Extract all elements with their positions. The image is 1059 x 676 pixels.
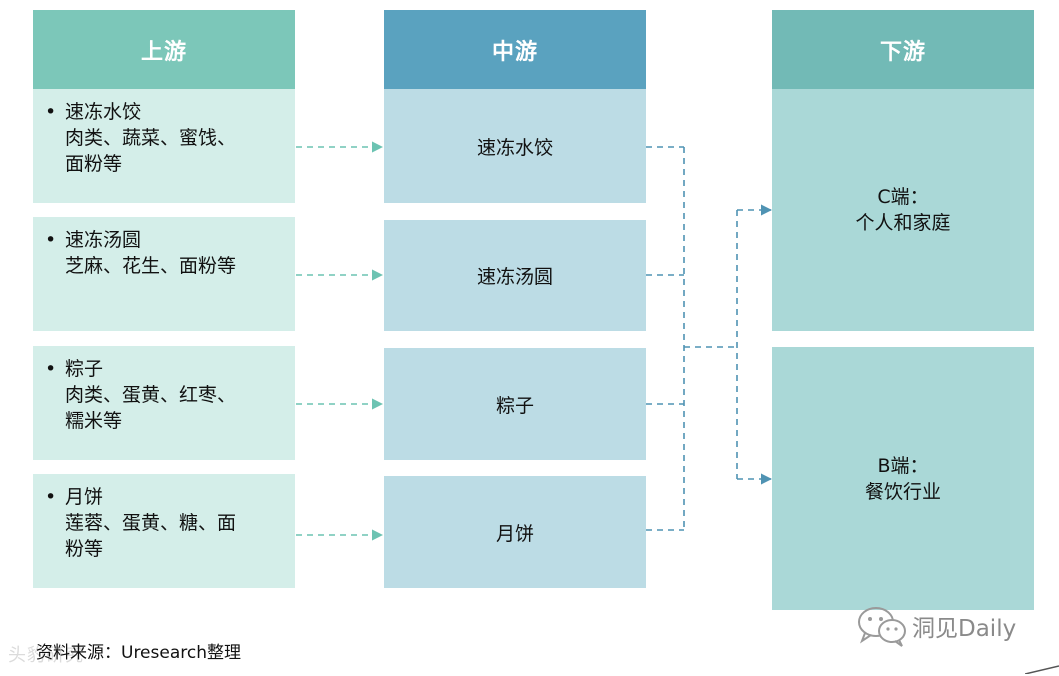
midstream-box-dumplings: 速冻水饺 xyxy=(384,89,646,203)
midstream-label: 速冻汤圆 xyxy=(476,266,553,288)
upstream-box-dumplings: • 速冻水饺 肉类、蔬菜、蜜饯、 面粉等 xyxy=(33,89,295,203)
source-note: 资料来源：Uresearch整理 xyxy=(36,643,241,663)
downstream-description: 餐饮行业 xyxy=(864,480,941,503)
bullet: • xyxy=(45,101,57,123)
downstream-description: 个人和家庭 xyxy=(855,212,951,234)
midstream-box-zongzi: 粽子 xyxy=(384,348,646,460)
upstream-title: 速冻汤圆 xyxy=(65,229,142,251)
source-watermark: 头豹研究 xyxy=(8,645,84,666)
downstream-box-business: B端： 餐饮行业 xyxy=(772,347,1034,610)
downstream-box-consumer: C端： 个人和家庭 xyxy=(772,89,1034,331)
upstream-materials-cont: 糯米等 xyxy=(65,410,123,432)
downstream-segment: C端： xyxy=(877,186,929,208)
upstream-materials: 莲蓉、蛋黄、糖、面 xyxy=(65,512,237,534)
midstream-label: 速冻水饺 xyxy=(476,136,553,159)
upstream-materials-cont: 粉等 xyxy=(65,538,104,560)
corner-decoration xyxy=(1025,665,1059,674)
midstream-label: 粽子 xyxy=(495,394,534,417)
downstream-header: 下游 xyxy=(772,10,1034,90)
upstream-materials: 肉类、蛋黄、红枣、 xyxy=(65,384,237,406)
midstream-box-mooncake: 月饼 xyxy=(384,476,646,588)
upstream-title: 粽子 xyxy=(65,358,104,380)
bullet: • xyxy=(45,229,57,251)
midstream-header: 中游 xyxy=(384,10,646,90)
watermark-brand: 洞见Daily xyxy=(912,616,1017,642)
upstream-title: 月饼 xyxy=(65,486,104,508)
upstream-box-tangyuan: • 速冻汤圆 芝麻、花生、面粉等 xyxy=(33,217,295,331)
midstream-label: 月饼 xyxy=(495,522,534,545)
upstream-materials-cont: 面粉等 xyxy=(65,153,123,175)
upstream-materials: 肉类、蔬菜、蜜饯、 xyxy=(65,127,237,149)
upstream-header: 上游 xyxy=(33,10,295,90)
downstream-segment: B端： xyxy=(877,454,929,477)
midstream-box-tangyuan: 速冻汤圆 xyxy=(384,220,646,331)
upstream-materials: 芝麻、花生、面粉等 xyxy=(65,255,237,277)
upstream-title: 速冻水饺 xyxy=(65,101,142,123)
bullet: • xyxy=(45,358,57,380)
wechat-icon xyxy=(858,607,906,647)
bullet: • xyxy=(45,486,57,508)
upstream-box-mooncake: • 月饼 莲蓉、蛋黄、糖、面 粉等 xyxy=(33,474,295,588)
upstream-box-zongzi: • 粽子 肉类、蛋黄、红枣、 糯米等 xyxy=(33,346,295,460)
